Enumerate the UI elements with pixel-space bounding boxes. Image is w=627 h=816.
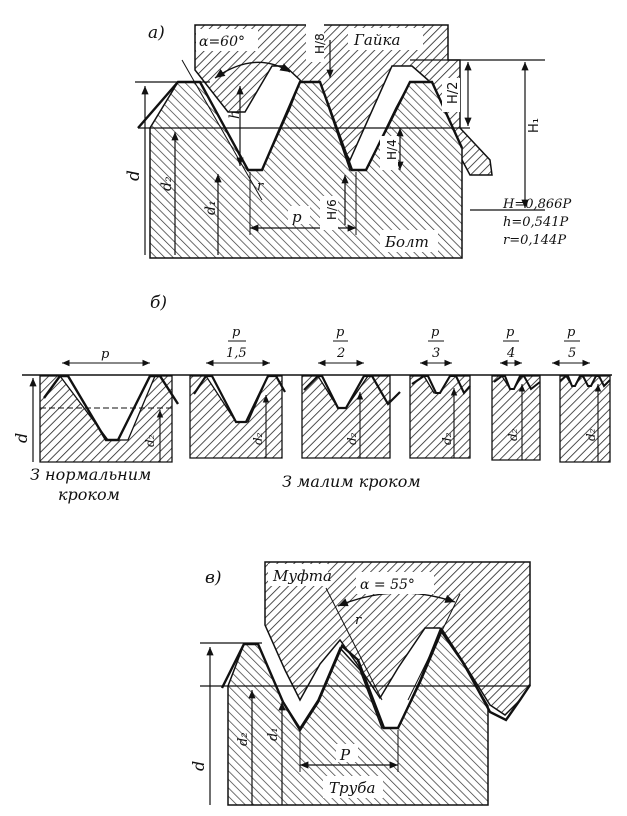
- normal-thread-outline: [43, 374, 180, 442]
- angle-label-a: α=60°: [199, 34, 245, 50]
- pitch-den-2: 2: [336, 346, 345, 361]
- angle-arc-a: [214, 61, 291, 79]
- pitch-num-0: p: [101, 347, 110, 362]
- pitch-den-1: 1,5: [226, 346, 247, 361]
- d2-label-b0: d₂: [143, 434, 157, 447]
- h4-label-bg: [380, 136, 398, 170]
- d2-label-a: d₂: [159, 176, 175, 191]
- pitch-num-5: p: [567, 325, 576, 340]
- figure-b: б) p d d₂ p 1,5 d₂ p 2 d₂ p: [12, 293, 612, 504]
- fine-pitch-caption: З малим кроком: [282, 472, 421, 491]
- thread-profile-c: [220, 627, 531, 733]
- pitch-den-5: 5: [568, 346, 576, 361]
- pitch-5-outline: [559, 375, 611, 388]
- normal-pitch-caption-2: кроком: [58, 485, 120, 504]
- pitch-num-2: p: [336, 325, 345, 340]
- pipe-label: Труба: [329, 779, 375, 797]
- r-label-c: r: [355, 613, 362, 628]
- flank-ext-left-c: [325, 587, 383, 701]
- h1-label: H₁: [527, 118, 542, 133]
- pitch-num-1: p: [232, 325, 241, 340]
- coupling-label-bg: [268, 564, 328, 586]
- d2-label-b2: d₂: [345, 432, 359, 445]
- figure-a-label: а): [148, 23, 165, 43]
- pitch-den-4: 4: [506, 346, 515, 361]
- pipe-label-bg: [323, 776, 383, 798]
- d2-label-b5: d₂: [584, 428, 598, 441]
- h6-label-bg: [320, 196, 338, 230]
- flank-extension-a: [181, 59, 263, 201]
- h8-label-bg: [306, 24, 324, 62]
- p-label-a: p: [292, 208, 302, 226]
- angle-label-c: α = 55°: [360, 577, 415, 593]
- formula-r: r=0,144P: [503, 233, 566, 248]
- bolt-label: Болт: [384, 233, 429, 251]
- angle-label-bg-c: [356, 572, 434, 594]
- pitch-4-outline: [493, 375, 541, 391]
- h8-label: H/8: [313, 33, 327, 54]
- figure-c: в) Муфта Труба α = 55° r d d₂ d₁: [189, 561, 531, 806]
- h4-label: H/4: [385, 139, 399, 160]
- p-label-c: P: [339, 746, 351, 764]
- pitch-1-5-profile: [189, 375, 283, 459]
- coupling-label: Муфта: [272, 567, 332, 585]
- d-label-b: d: [12, 433, 31, 443]
- d2-label-b3: d₂: [440, 432, 454, 445]
- d-label-a: d: [124, 170, 144, 181]
- normal-pitch-profile: [39, 375, 173, 463]
- nut-label-bg: [348, 28, 423, 50]
- pitch-den-3: 3: [432, 346, 440, 361]
- formula-H: H=0,866P: [502, 197, 571, 212]
- pitch-5-profile: [559, 375, 611, 463]
- h2-label: H/2: [446, 82, 461, 104]
- figure-c-label: в): [205, 568, 222, 588]
- h6-label: H/6: [325, 199, 339, 220]
- flank-ext-right-c: [407, 593, 461, 701]
- d2-label-b1: d₂: [251, 432, 265, 445]
- r-label-a: r: [257, 179, 264, 194]
- figure-b-label: б): [150, 293, 167, 313]
- pitch-1-5-outline: [193, 374, 286, 424]
- angle-label-bg: [196, 29, 258, 51]
- figure-a: а) Гайка Болт α=60° d d₂ d₁ h: [124, 23, 571, 259]
- h2-label-bg: [442, 78, 460, 112]
- nut-body: [194, 24, 493, 176]
- formula-h: h=0,541P: [503, 215, 568, 230]
- bolt-label-bg: [380, 230, 438, 252]
- d1-label-a: d₁: [203, 200, 219, 215]
- d2-label-b4: d₂: [506, 428, 520, 441]
- pitch-num-3: p: [431, 325, 440, 340]
- p-label-bg-a: [288, 206, 310, 224]
- h-label: h: [227, 110, 243, 119]
- d1-label-c: d₁: [266, 727, 281, 741]
- d-label-c: d: [189, 761, 208, 771]
- nut-label: Гайка: [353, 31, 400, 49]
- pitch-2-outline: [303, 374, 401, 410]
- normal-pitch-caption-1: З нормальним: [30, 465, 151, 484]
- p-label-bg-c: [336, 744, 358, 762]
- d2-label-c: d₂: [236, 732, 251, 746]
- pitch-num-4: p: [506, 325, 515, 340]
- pitch-3-outline: [411, 374, 471, 395]
